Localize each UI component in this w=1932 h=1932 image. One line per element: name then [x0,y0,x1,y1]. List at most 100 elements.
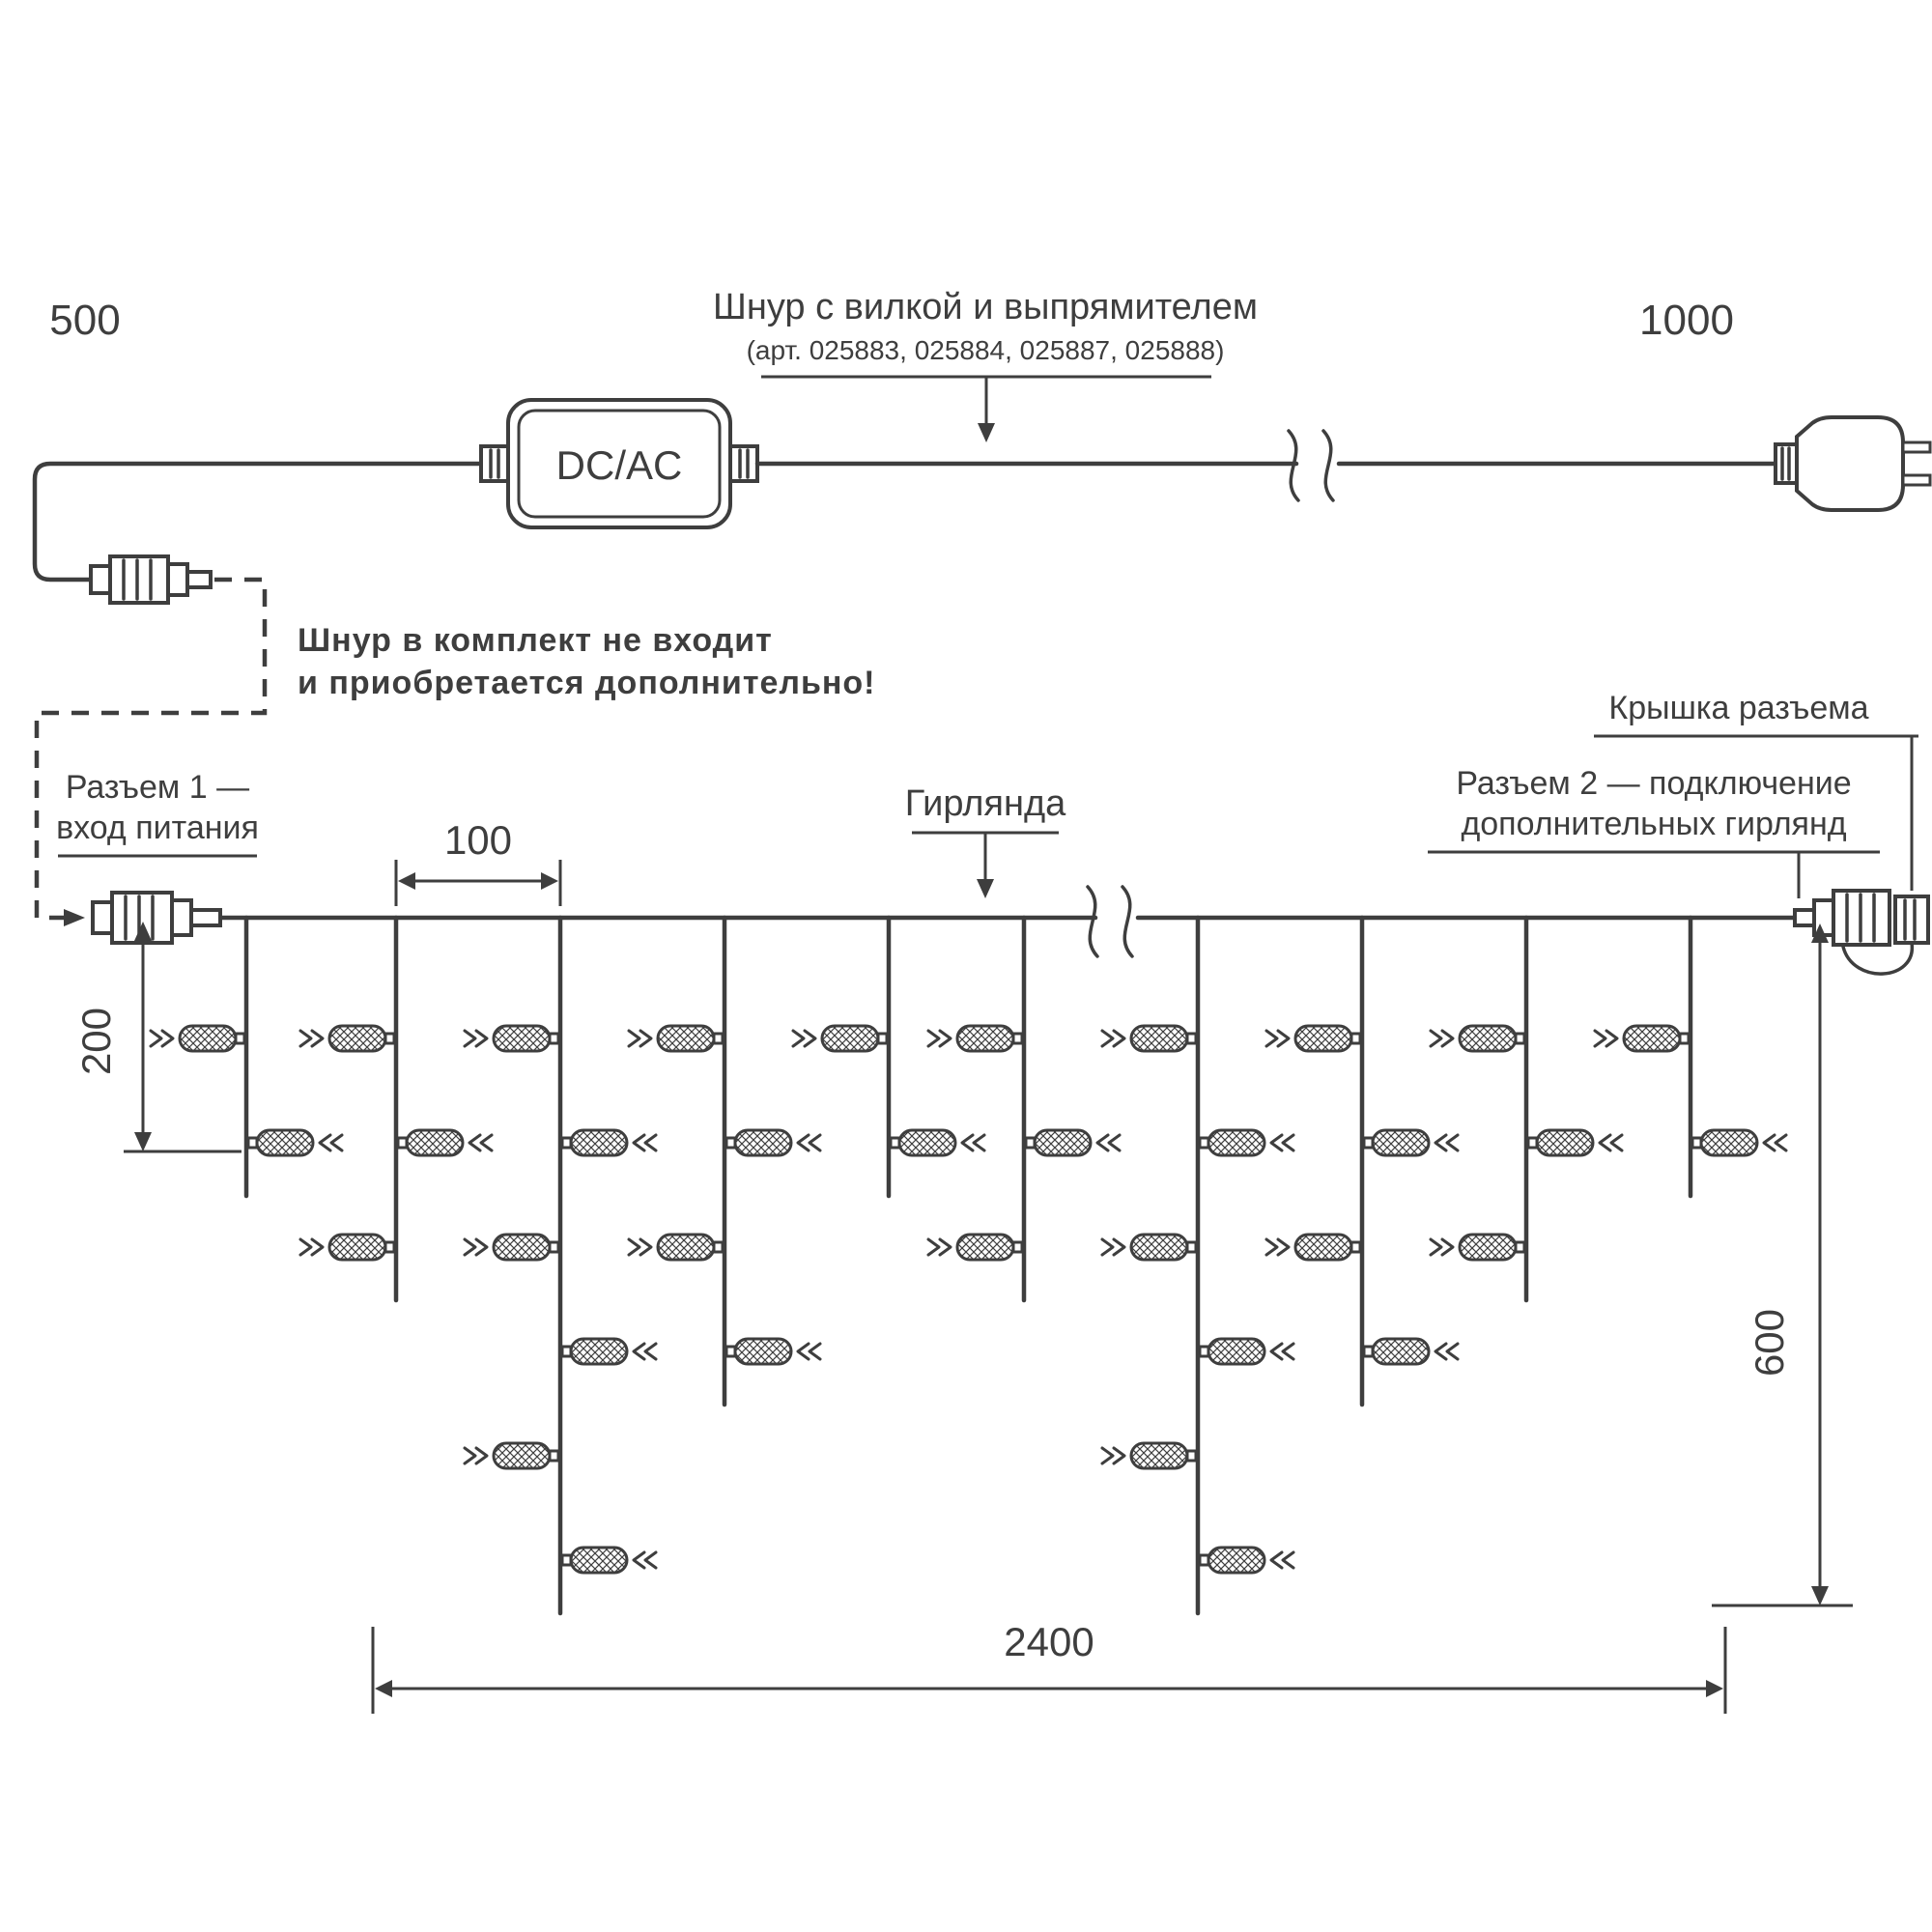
led-arrow-icon [632,1342,658,1361]
led-arrow-icon [791,1029,817,1048]
led-capsule [1458,1024,1518,1053]
dcac-box-inner [517,409,722,519]
right-arrow-icon [1706,1680,1723,1697]
led-arrow-icon [1434,1133,1460,1152]
led-arrow-icon [632,1550,658,1570]
up-arrow-icon [1811,923,1829,943]
led-capsule [733,1128,793,1157]
dcac-left-nub [479,444,510,483]
plug-body [1795,415,1905,512]
led-arrow-icon [1429,1237,1455,1257]
connector-1 [91,891,222,945]
dim-2400-label: 2400 [1004,1619,1094,1664]
led-capsule [327,1024,387,1053]
led-capsule [897,1128,957,1157]
led-arrow-icon [1264,1029,1291,1048]
led-arrow-icon [463,1446,489,1465]
dimension-2400: 2400 [371,1619,1727,1714]
led-capsule [1371,1337,1431,1366]
note-block: Шнур в комплект не входит и приобретаетс… [298,622,876,701]
dimension-600: 600 [1712,923,1853,1607]
dim-100-label: 100 [444,817,512,863]
right-arrow-icon [64,909,85,926]
led-arrow-icon [298,1029,325,1048]
led-arrow-icon [463,1029,489,1048]
cord-connector-body [108,554,170,605]
power-plug [1774,415,1932,512]
plug-prong [1901,440,1932,454]
wire-break-icon [1121,885,1134,958]
led-arrow-icon [627,1237,653,1257]
led-capsule [1129,1441,1189,1470]
led-arrow-icon [318,1133,344,1152]
cord-connector-collar [89,564,112,595]
led-capsule [1699,1128,1759,1157]
led-arrow-icon [1598,1133,1624,1152]
led-arrow-icon [926,1237,952,1257]
led-capsule [656,1024,716,1053]
led-arrow-icon [1429,1029,1455,1048]
led-capsule [255,1128,315,1157]
note-line-1: Шнур в комплект не входит [298,622,773,659]
led-capsule [1207,1337,1266,1366]
led-capsule [178,1024,238,1053]
led-capsule [1535,1128,1595,1157]
led-capsule [1033,1128,1093,1157]
led-arrow-icon [1100,1029,1126,1048]
led-arrow-icon [149,1029,175,1048]
led-arrow-icon [632,1133,658,1152]
wire-break-icon [1321,429,1335,502]
garland-drops [149,915,1788,1616]
dcac-label: DC/AC [556,442,683,488]
led-capsule [492,1024,552,1053]
led-arrow-icon [298,1237,325,1257]
led-capsule [569,1337,629,1366]
led-arrow-icon [796,1342,822,1361]
led-capsule [1371,1128,1431,1157]
up-arrow-icon [134,922,152,941]
cord-connector-tip [185,570,213,589]
down-arrow-icon [134,1132,152,1151]
led-capsule [492,1233,552,1262]
led-capsule [656,1233,716,1262]
power-cord-wire-left [32,461,484,582]
led-arrow-icon [960,1133,986,1152]
down-arrow-icon [1811,1586,1829,1605]
dimension-100: 100 [394,817,562,906]
cord-subtitle: (арт. 025883, 025884, 025887, 025888) [747,335,1225,365]
led-capsule [405,1128,465,1157]
led-capsule [955,1024,1015,1053]
led-capsule [1622,1024,1682,1053]
led-capsule [327,1233,387,1262]
led-arrow-icon [1269,1550,1295,1570]
led-capsule [1207,1128,1266,1157]
led-capsule [569,1128,629,1157]
led-capsule [733,1337,793,1366]
dcac-converter: DC/AC [479,398,759,529]
cap-label: Крышка разъема [1608,690,1868,726]
dimension-200: 200 [73,922,242,1153]
connector2-nut [1793,908,1816,927]
dim-500-label: 500 [49,297,120,344]
led-arrow-icon [1593,1029,1619,1048]
connector2-label-1: Разъем 2 — подключение [1456,765,1851,802]
left-arrow-icon [398,872,415,890]
connector1-tip [91,900,114,935]
connector2-step [1812,898,1835,937]
led-arrow-icon [1100,1237,1126,1257]
wire-break-icon [1086,885,1099,958]
cord-connector-step [166,562,189,597]
connector1-step [170,898,193,937]
led-arrow-icon [1762,1133,1788,1152]
led-capsule [955,1233,1015,1262]
garland-label: Гирлянда [905,783,1066,824]
down-arrow-icon [978,423,995,442]
led-capsule [1129,1233,1189,1262]
cord-title: Шнур с вилкой и выпрямителем [713,287,1258,327]
led-arrow-icon [926,1029,952,1048]
note-line-2: и приобретается дополнительно! [298,665,876,701]
connector-cap [1893,895,1930,945]
led-capsule [1458,1233,1518,1262]
cap-tether-wire [1841,941,1914,976]
